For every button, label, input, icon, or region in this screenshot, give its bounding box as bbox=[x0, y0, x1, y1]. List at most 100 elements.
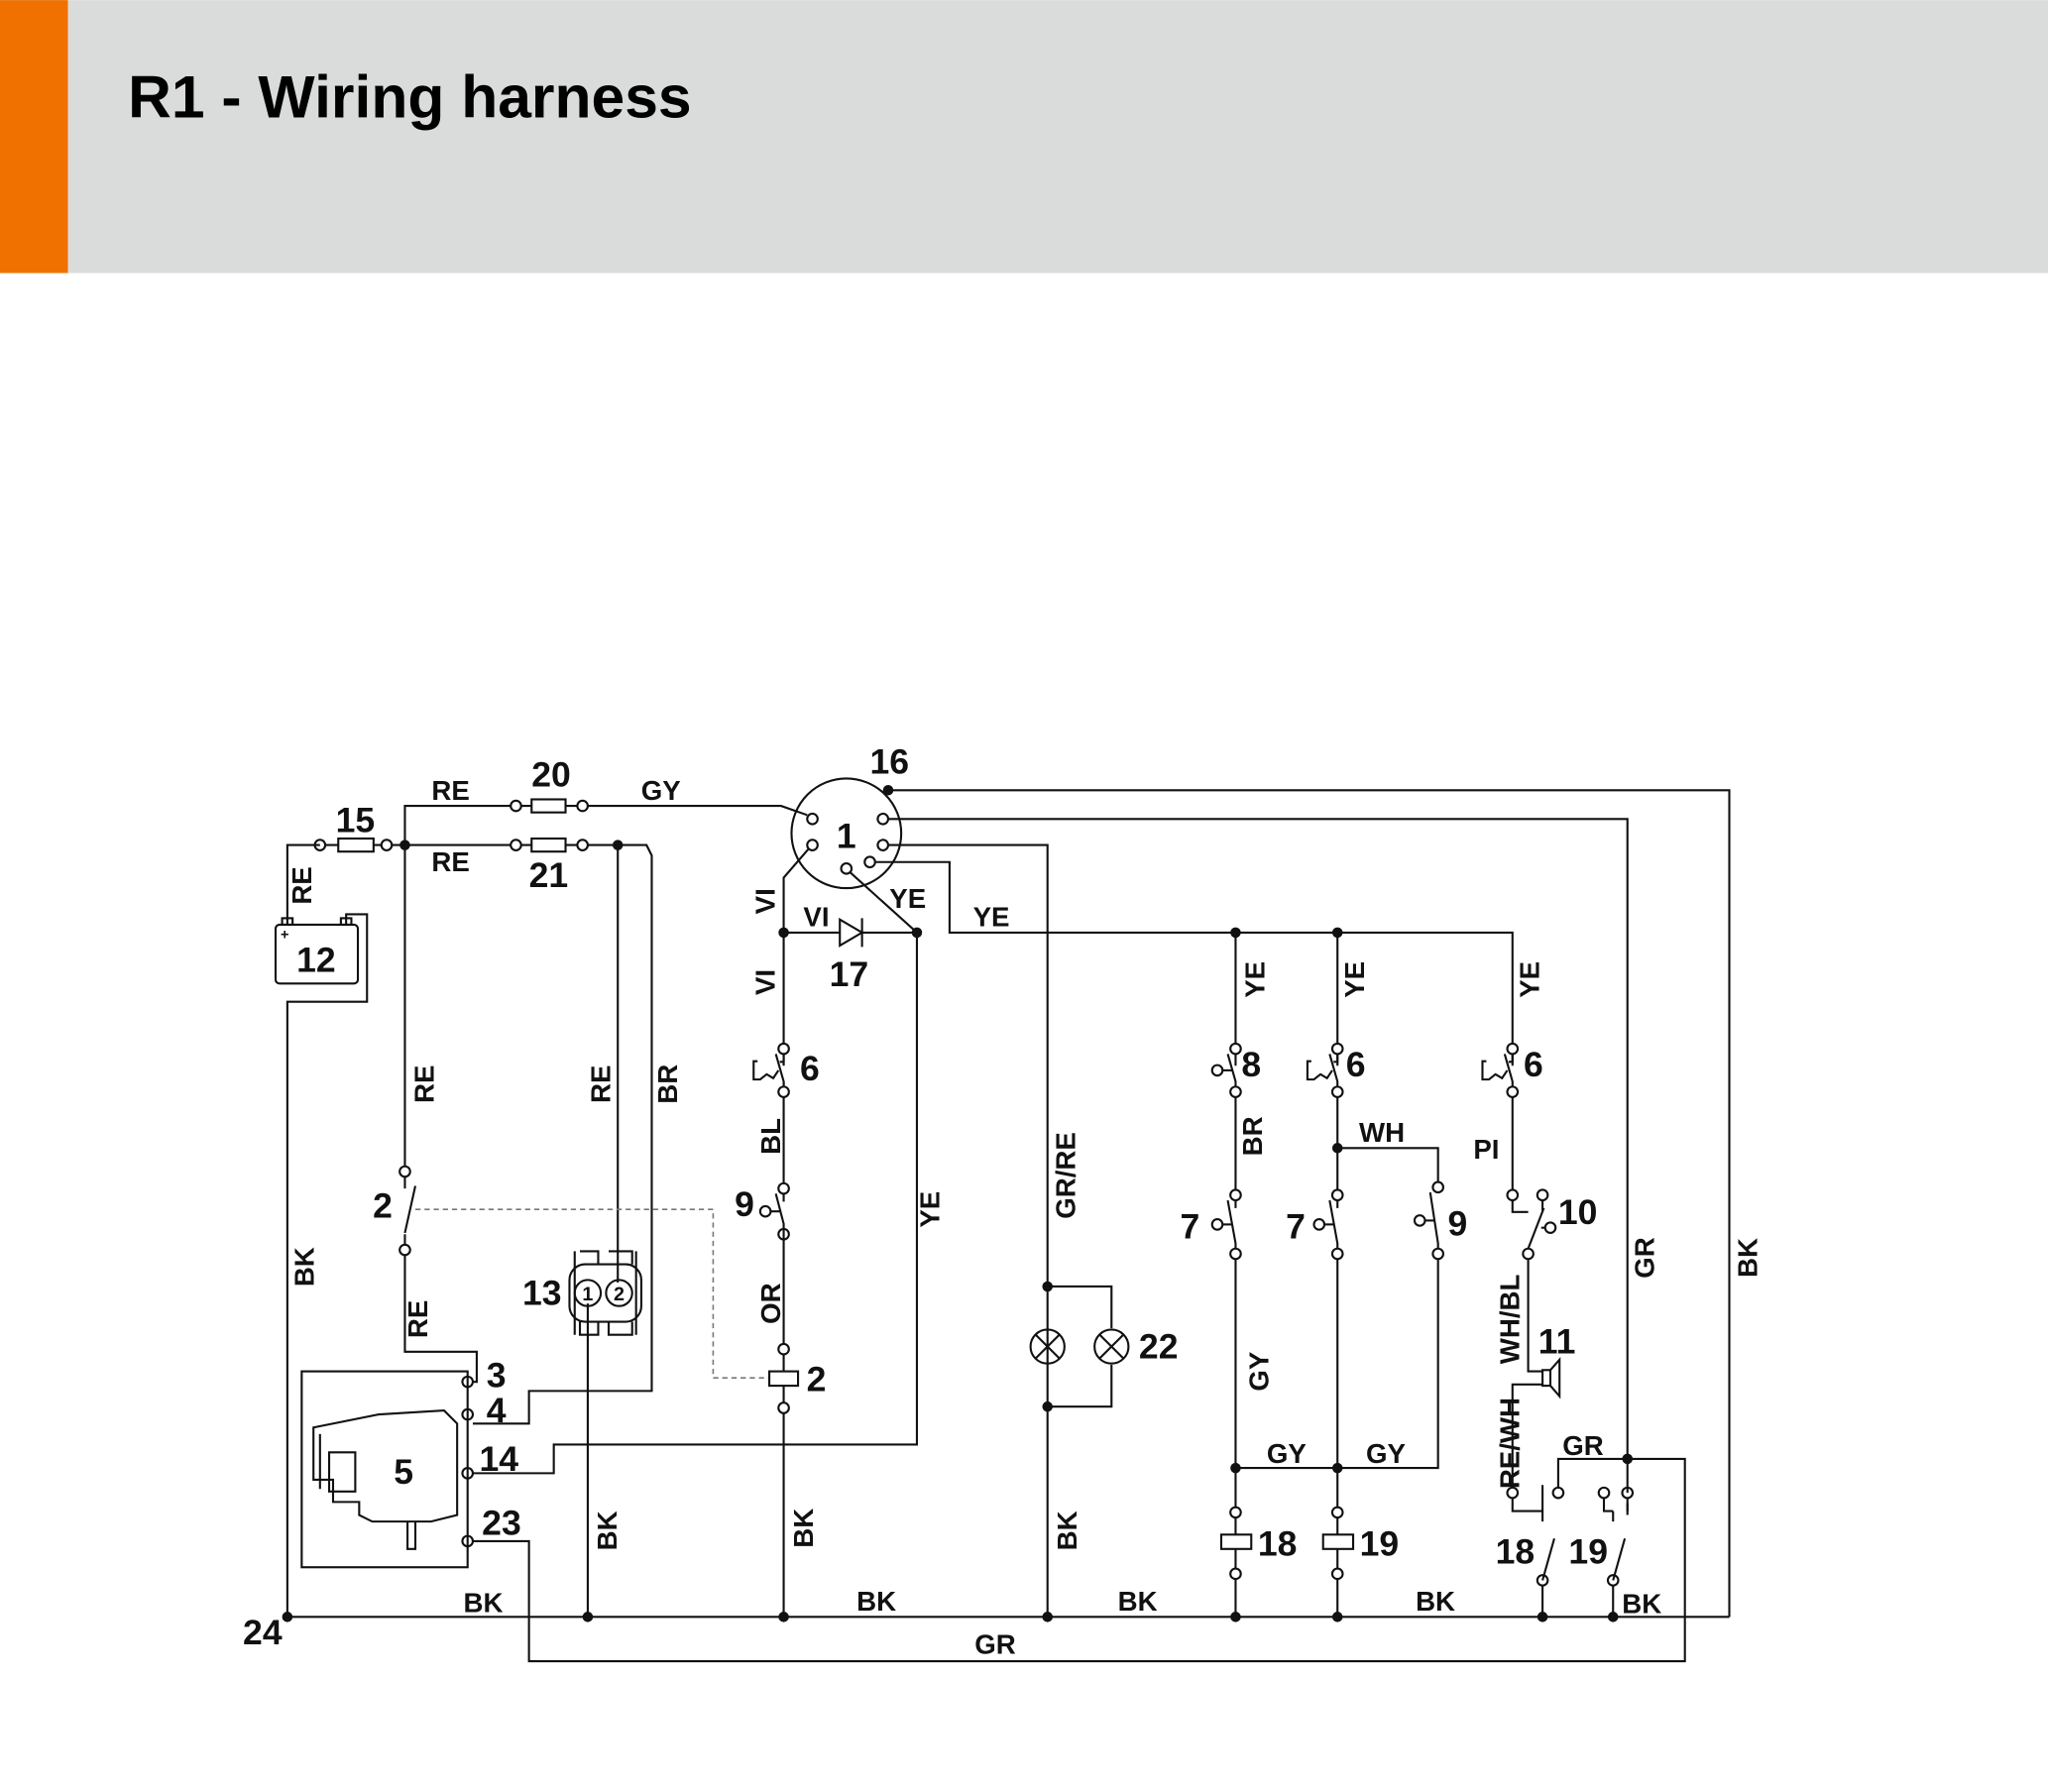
terminal-icon bbox=[510, 799, 522, 813]
component-label: 21 bbox=[529, 855, 569, 895]
component-label: 17 bbox=[830, 954, 869, 994]
junction-dot-icon bbox=[911, 927, 923, 939]
fuse-20 bbox=[530, 798, 567, 814]
wire-label: GR bbox=[1562, 1430, 1604, 1461]
component-label: 22 bbox=[1139, 1327, 1179, 1367]
junction-dot-icon bbox=[1230, 927, 1241, 939]
junction-dot-icon bbox=[778, 1612, 789, 1623]
wire-label: BK bbox=[788, 1509, 819, 1548]
relay-coil-19 bbox=[1321, 1533, 1355, 1550]
terminal-icon bbox=[777, 1042, 790, 1056]
component-label: 6 bbox=[1524, 1045, 1543, 1084]
wire-label: RE bbox=[286, 866, 317, 904]
lamp-22a bbox=[1029, 1328, 1066, 1365]
junction-dot-icon bbox=[282, 1612, 293, 1623]
switch-blade-icon bbox=[403, 1185, 417, 1234]
terminal-icon bbox=[1330, 1085, 1344, 1098]
junction-dot-icon bbox=[582, 1612, 594, 1623]
wire-label: GY bbox=[1267, 1438, 1307, 1469]
thermal-switch-icon bbox=[1481, 1054, 1514, 1081]
terminal-icon bbox=[840, 862, 853, 875]
component-label: 9 bbox=[735, 1184, 754, 1224]
terminal-icon bbox=[576, 799, 589, 813]
switch-blade-icon bbox=[774, 1054, 785, 1087]
terminal-icon bbox=[461, 1534, 475, 1548]
labels: RE GY RE 20 21 15 RE 12 16 1 VI VI YE YE… bbox=[243, 741, 1763, 1659]
terminal-icon bbox=[1621, 1486, 1635, 1500]
diode-17 bbox=[839, 917, 864, 948]
changeover-switch-icon bbox=[1527, 1200, 1545, 1250]
wire-label: GY bbox=[1244, 1352, 1275, 1392]
wire-label: PI bbox=[1473, 1134, 1499, 1165]
component-label: 11 bbox=[1538, 1321, 1576, 1361]
wire-label: RE bbox=[402, 1300, 433, 1338]
wire-label: YE bbox=[1240, 961, 1271, 998]
wire-label: RE/WH bbox=[1495, 1398, 1526, 1489]
wire-label: BK bbox=[856, 1586, 896, 1617]
junction-dot-icon bbox=[1042, 1400, 1053, 1412]
terminal-icon bbox=[777, 1085, 790, 1098]
junction-dot-icon bbox=[1331, 1143, 1343, 1154]
junction-dot-icon bbox=[1230, 1462, 1241, 1474]
wire-label: RE bbox=[431, 846, 469, 877]
engine-5 bbox=[300, 1370, 469, 1569]
wire-label: BK bbox=[289, 1247, 320, 1287]
wire-label: BR bbox=[1237, 1116, 1268, 1156]
terminal-icon bbox=[398, 1243, 411, 1257]
wire-label: RE bbox=[431, 775, 469, 806]
terminal-icon bbox=[806, 839, 819, 851]
junction-dot-icon bbox=[1230, 1612, 1241, 1623]
relay-coil-18 bbox=[1219, 1533, 1253, 1550]
terminal-icon bbox=[1229, 1042, 1242, 1056]
component-label: 1 bbox=[837, 816, 856, 855]
wire-label: BK bbox=[1732, 1238, 1763, 1278]
wire-label: WH bbox=[1359, 1117, 1405, 1148]
wire-label: BR bbox=[652, 1064, 683, 1104]
component-label: 20 bbox=[531, 754, 571, 794]
terminal-icon bbox=[1312, 1218, 1326, 1231]
terminal-icon bbox=[1606, 1574, 1620, 1587]
wire-label: YE bbox=[889, 883, 926, 914]
wire-label: BL bbox=[755, 1118, 786, 1155]
terminal-icon bbox=[758, 1204, 772, 1218]
battery-plus-terminal bbox=[281, 917, 294, 927]
terminal-icon bbox=[1330, 1247, 1344, 1261]
component-label: 7 bbox=[1286, 1206, 1306, 1246]
wire-label: GR/RE bbox=[1051, 1132, 1081, 1219]
component-label: 5 bbox=[394, 1452, 413, 1492]
terminal-icon bbox=[380, 839, 394, 851]
component-label: 3 bbox=[487, 1356, 507, 1396]
wire-label: YE bbox=[915, 1191, 946, 1228]
terminal-icon bbox=[1330, 1567, 1344, 1581]
terminal-icon bbox=[876, 812, 890, 826]
terminal-icon bbox=[461, 1375, 475, 1389]
thermal-switch-icon bbox=[1306, 1054, 1339, 1081]
battery-12 bbox=[274, 923, 360, 985]
terminal-icon bbox=[1536, 1574, 1549, 1587]
fuse-15 bbox=[337, 837, 375, 853]
page-title: R1 - Wiring harness bbox=[128, 63, 691, 131]
wire-label: OR bbox=[755, 1283, 786, 1324]
component-label: 16 bbox=[870, 741, 910, 781]
wire-label: BK bbox=[1622, 1589, 1661, 1620]
terminal-icon bbox=[576, 839, 589, 851]
terminal-icon bbox=[1330, 1506, 1344, 1519]
wire-label: BK bbox=[1052, 1511, 1082, 1550]
terminal-icon bbox=[313, 839, 327, 851]
component-label: 9 bbox=[1448, 1204, 1468, 1244]
component-label: 4 bbox=[487, 1391, 507, 1430]
terminal-icon bbox=[1551, 1486, 1565, 1500]
header-band bbox=[0, 0, 2048, 274]
terminals bbox=[282, 785, 1635, 1623]
terminal-icon bbox=[1543, 1221, 1557, 1234]
terminal-icon bbox=[1597, 1486, 1611, 1500]
wire-label: BK bbox=[1118, 1586, 1158, 1617]
switches bbox=[403, 1054, 1627, 1581]
terminal-icon bbox=[1413, 1214, 1426, 1227]
plus-sign: + bbox=[281, 928, 288, 944]
switch-blade-icon bbox=[1226, 1199, 1237, 1249]
junction-dot-icon bbox=[1042, 1612, 1053, 1623]
component-label: 2 bbox=[807, 1360, 827, 1400]
thermal-switch-icon bbox=[752, 1054, 785, 1081]
component-label: 6 bbox=[800, 1049, 820, 1088]
